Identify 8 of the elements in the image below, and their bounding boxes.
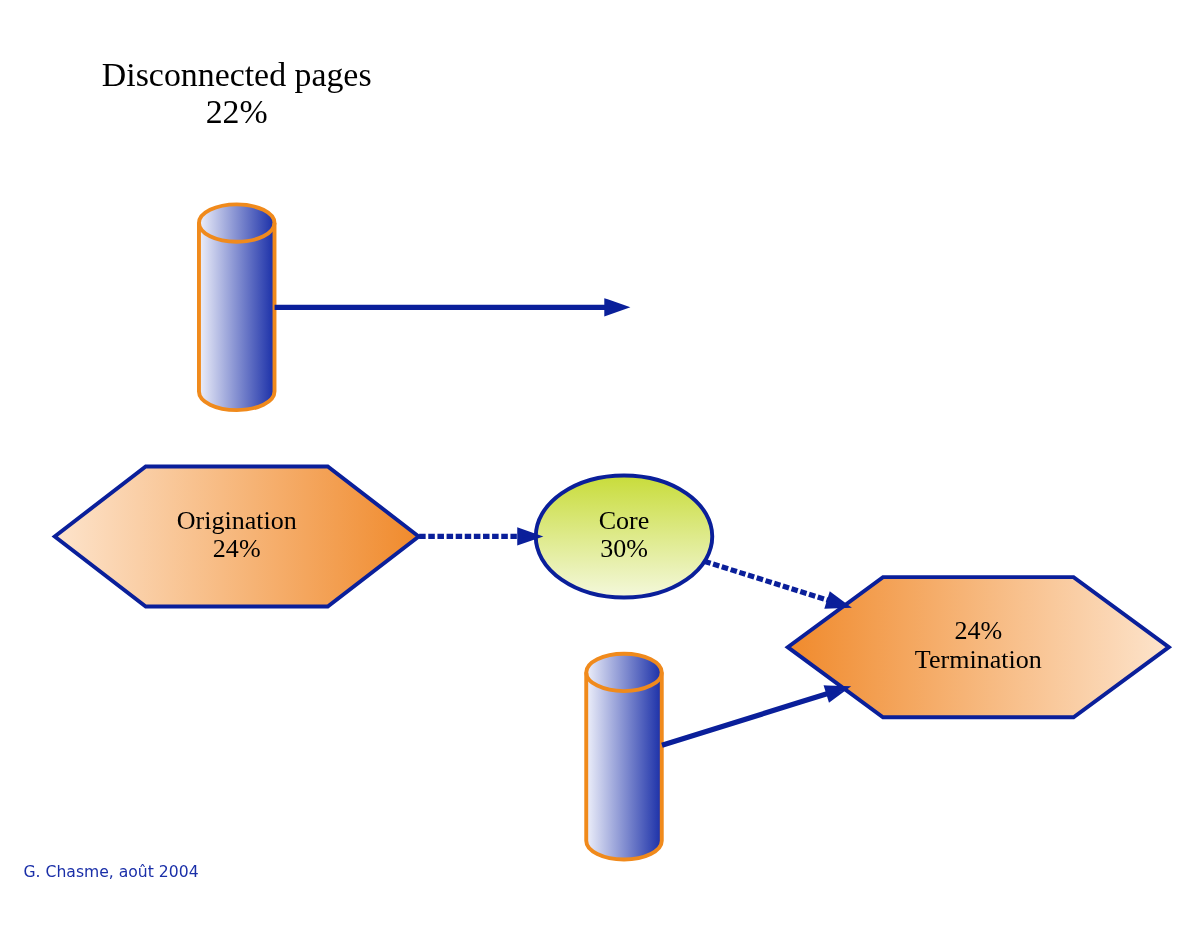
arrow — [703, 558, 852, 609]
arrow — [419, 526, 544, 546]
arrow — [661, 684, 852, 748]
node-ellipse: Core 30% — [533, 473, 715, 599]
label: 22% — [205, 92, 268, 130]
label: Disconnected pages — [101, 55, 372, 93]
arrow — [274, 297, 631, 316]
caption: G. Chasme, août 2004 — [23, 862, 199, 881]
